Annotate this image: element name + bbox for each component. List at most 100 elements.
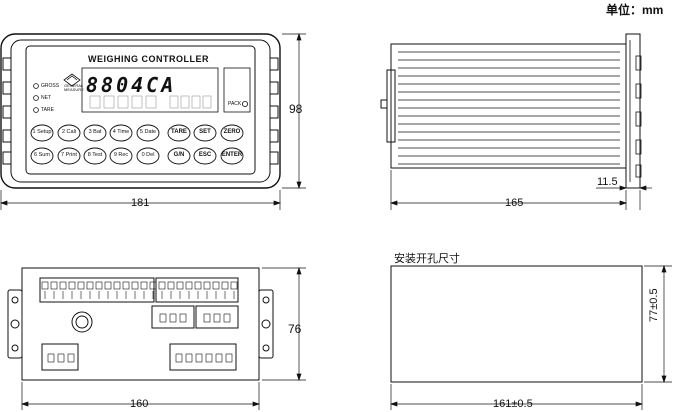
terminal-strip-upper-left	[39, 277, 155, 303]
key-date[interactable]	[136, 124, 160, 142]
key-rec[interactable]	[109, 147, 133, 165]
key-label: 3 Bat	[88, 129, 102, 135]
side-bezel-ribs	[629, 40, 642, 182]
terminal-screw	[149, 281, 157, 290]
display-readout: 8804CA	[86, 73, 177, 97]
terminal-screw	[68, 281, 76, 290]
key-label: ZERO	[223, 129, 241, 135]
terminal-screw	[131, 281, 139, 290]
front-dimensions	[0, 32, 306, 210]
key-label: 6 Sum	[34, 152, 50, 158]
terminal-screw	[140, 281, 148, 290]
connector-mid-right	[195, 305, 239, 329]
terminal-screw	[167, 281, 175, 290]
key-zero[interactable]	[220, 124, 244, 142]
side-body	[390, 43, 627, 169]
key-tare[interactable]	[167, 124, 191, 142]
key-label: 7 Print	[61, 152, 77, 158]
key-del[interactable]	[136, 147, 160, 165]
logo-icon	[63, 73, 81, 87]
gross-led	[33, 83, 39, 89]
cutout-height-dim: 77±0.5	[648, 288, 660, 322]
cutout-width-dim: 161±0.5	[493, 398, 533, 410]
terminal-screw	[122, 281, 130, 290]
upper-terminals	[41, 281, 238, 299]
terminal-screw	[221, 281, 229, 290]
key-label: 8 Test	[87, 152, 103, 158]
key-sum[interactable]	[30, 147, 54, 165]
front-width-dim: 181	[131, 197, 150, 209]
front-title: WEIGHING CONTROLLER	[88, 54, 209, 64]
front-bezel-outer	[0, 33, 281, 189]
terminal-screw	[203, 281, 211, 290]
terminal-screw	[158, 281, 166, 290]
side-bezel	[625, 33, 641, 189]
key-label: G/N	[173, 152, 185, 158]
cutout-view	[390, 265, 643, 383]
cutout-title: 安装开孔尺寸	[394, 253, 460, 265]
key-print[interactable]	[57, 147, 81, 165]
indicator-net: NET	[41, 95, 51, 101]
key-label: ESC	[198, 152, 212, 158]
pack-led	[241, 101, 248, 108]
side-depth-dim: 165	[505, 197, 524, 209]
key-test[interactable]	[83, 147, 107, 165]
key-enter[interactable]	[220, 147, 244, 165]
key-time[interactable]	[109, 124, 133, 142]
back-view	[7, 267, 274, 381]
round-connector	[71, 311, 93, 333]
terminal-screw	[194, 281, 202, 290]
terminal-screw	[41, 281, 49, 290]
terminal-screw	[59, 281, 67, 290]
side-view	[380, 33, 642, 189]
key-label: SET	[199, 129, 211, 135]
unit-label: 单位：mm	[606, 3, 664, 17]
indicator-tare: TARE	[41, 107, 54, 113]
logo-text: GENERAL MEASURE	[64, 83, 84, 92]
net-led	[33, 95, 39, 101]
pack-label: PACK	[228, 101, 242, 107]
key-label: 9 Rec	[113, 152, 129, 158]
key-set[interactable]	[193, 124, 217, 142]
terminal-screw	[113, 281, 121, 290]
side-fins	[398, 51, 620, 165]
side-dimensions	[389, 170, 652, 210]
terminal-screw	[95, 281, 103, 290]
back-bracket-right	[258, 289, 274, 359]
key-bat[interactable]	[83, 124, 107, 142]
front-view	[0, 33, 281, 189]
back-dimensions	[20, 266, 306, 410]
front-side-tabs	[2, 57, 279, 165]
key-label: 2 Cali	[61, 129, 77, 135]
terminal-screw	[230, 281, 238, 290]
terminal-strip-upper-right	[155, 277, 239, 303]
terminal-screw	[185, 281, 193, 290]
side-bezel-dim: 11.5	[597, 176, 618, 188]
terminal-screw	[86, 281, 94, 290]
connector-mid-left	[151, 305, 195, 329]
key-label: TARE	[171, 129, 187, 135]
key-label: 5 Date	[139, 129, 157, 135]
front-panel	[25, 45, 256, 175]
back-height-dim: 76	[288, 322, 302, 336]
front-height-dim: 98	[289, 102, 303, 116]
back-bracket-left	[7, 289, 23, 359]
pack-window	[223, 67, 251, 113]
cutout-rect	[390, 265, 643, 383]
keys-row-1	[30, 124, 244, 142]
key-gn[interactable]	[167, 147, 191, 165]
key-setup[interactable]	[30, 124, 54, 142]
back-body	[21, 267, 260, 381]
terminal-screw	[50, 281, 58, 290]
key-label: 0 Del	[141, 152, 155, 158]
connector-low-left	[41, 343, 79, 371]
terminal-screw	[77, 281, 85, 290]
terminal-screw	[104, 281, 112, 290]
connector-low-right	[169, 343, 237, 371]
side-screw	[380, 99, 388, 109]
indicator-gross: GROSS	[41, 83, 60, 89]
key-cali[interactable]	[57, 124, 81, 142]
key-esc[interactable]	[193, 147, 217, 165]
key-label: 4 Time	[112, 129, 130, 135]
